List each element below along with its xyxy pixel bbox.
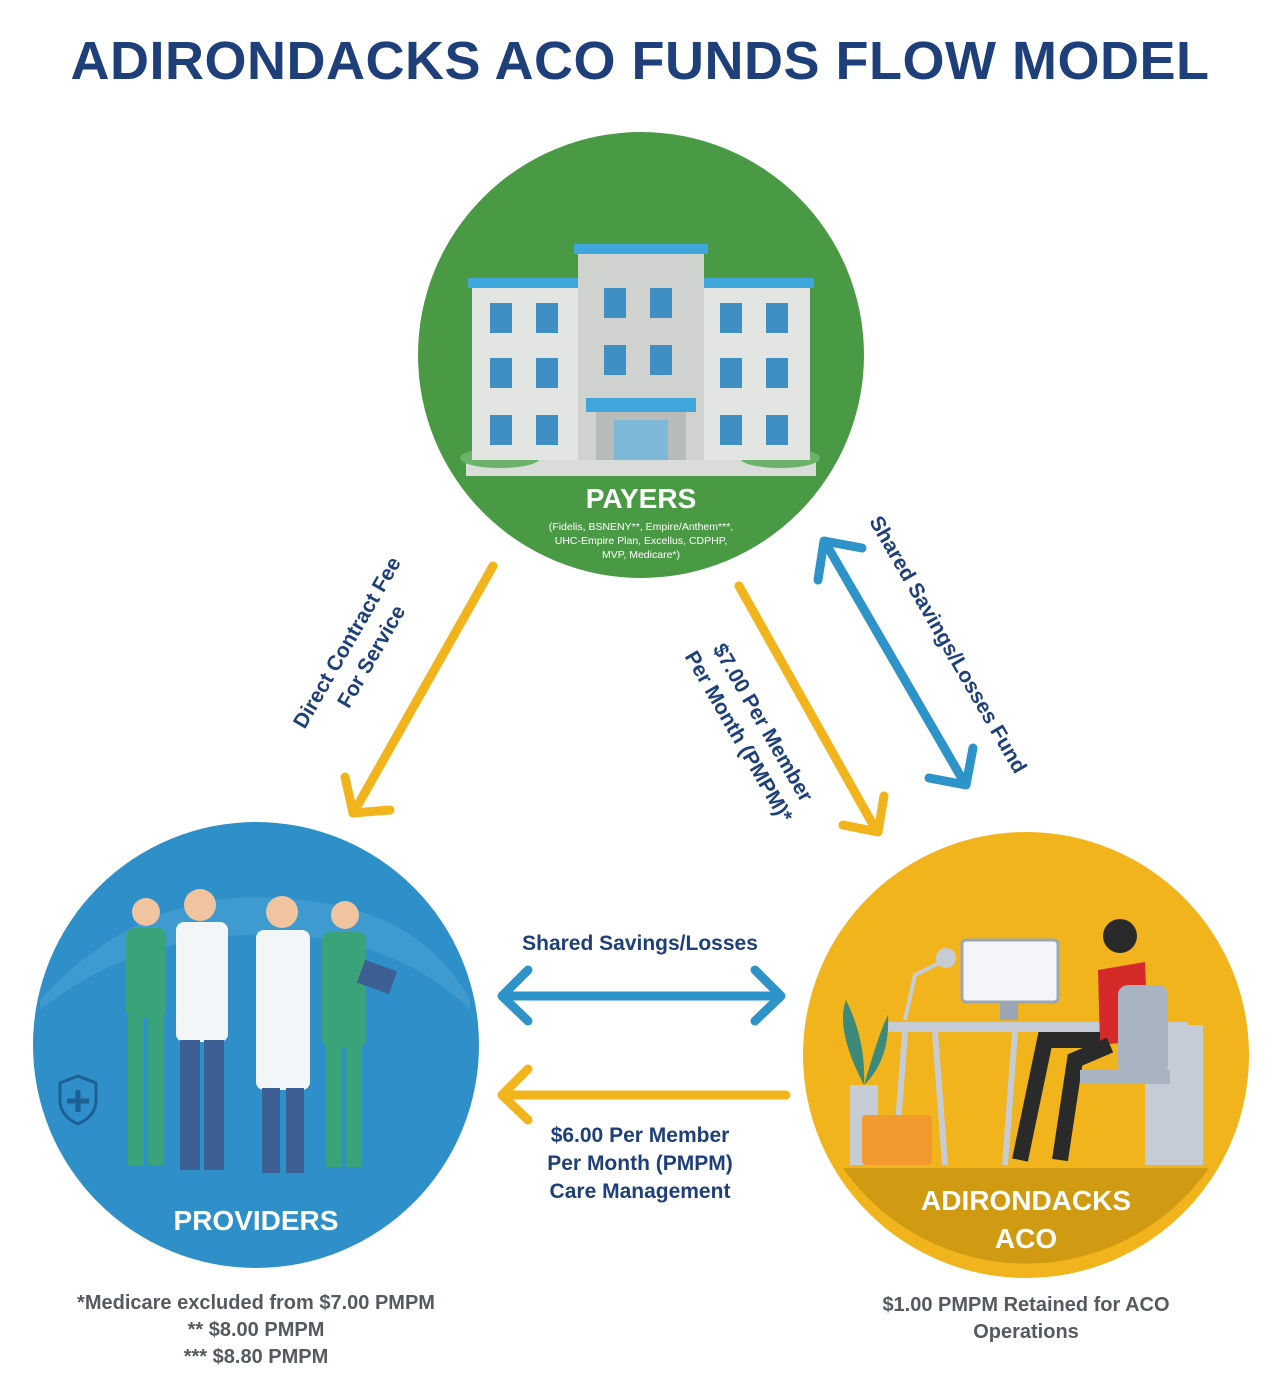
page-title: ADIRONDACKS ACO FUNDS FLOW MODEL bbox=[70, 31, 1210, 91]
footnote-line: *** $8.80 PMPM bbox=[183, 1346, 329, 1368]
aco-circle bbox=[803, 832, 1249, 1278]
arrow-payers-to-aco bbox=[734, 581, 889, 837]
arrow-aco-to-providers bbox=[497, 1064, 791, 1125]
payers-label: PAYERS bbox=[586, 483, 697, 514]
label-payers-to-aco: $7.00 Per Member Per Month (PMPM)* bbox=[680, 640, 817, 827]
providers-node[interactable]: PROVIDERS bbox=[33, 822, 479, 1268]
label-care-management: $6.00 Per Member Per Month (PMPM) Care M… bbox=[500, 1122, 780, 1206]
aco-node[interactable]: ADIRONDACKS ACO bbox=[803, 832, 1249, 1278]
arrow-providers-aco-shared bbox=[497, 965, 786, 1026]
medical-staff-icon bbox=[126, 889, 398, 1173]
providers-footnote: *Medicare excluded from $7.00 PMPM ** $8… bbox=[26, 1290, 486, 1371]
footnote-line: ** $8.00 PMPM bbox=[187, 1319, 325, 1341]
footnote-line: *Medicare excluded from $7.00 PMPM bbox=[77, 1292, 435, 1314]
care-line: Per Month (PMPM) bbox=[547, 1152, 733, 1175]
arrow-payers-aco-shared bbox=[813, 536, 978, 790]
payers-sublabel-line: (Fidelis, BSNENY**, Empire/Anthem***, bbox=[549, 521, 733, 533]
care-line: Care Management bbox=[549, 1180, 731, 1203]
footnote-line: Operations bbox=[973, 1321, 1079, 1343]
office-desk-icon bbox=[842, 919, 1203, 1166]
building-icon bbox=[460, 244, 820, 476]
aco-label-line: ADIRONDACKS bbox=[921, 1185, 1131, 1216]
label-shared-savings-losses: Shared Savings/Losses bbox=[522, 932, 758, 955]
payers-node[interactable]: PAYERS (Fidelis, BSNENY**, Empire/Anthem… bbox=[418, 132, 864, 578]
arrow-payers-to-providers bbox=[340, 561, 498, 818]
aco-footnote: $1.00 PMPM Retained for ACO Operations bbox=[796, 1292, 1256, 1346]
payers-sublabel-line: UHC-Empire Plan, Excellus, CDPHP, bbox=[555, 535, 728, 547]
payers-sublabel-line: MVP, Medicare*) bbox=[602, 549, 680, 561]
footnote-line: $1.00 PMPM Retained for ACO bbox=[882, 1294, 1170, 1316]
care-line: $6.00 Per Member bbox=[550, 1124, 730, 1147]
aco-label-line: ACO bbox=[995, 1223, 1057, 1254]
shield-icon bbox=[58, 1074, 98, 1126]
providers-label: PROVIDERS bbox=[174, 1205, 339, 1236]
